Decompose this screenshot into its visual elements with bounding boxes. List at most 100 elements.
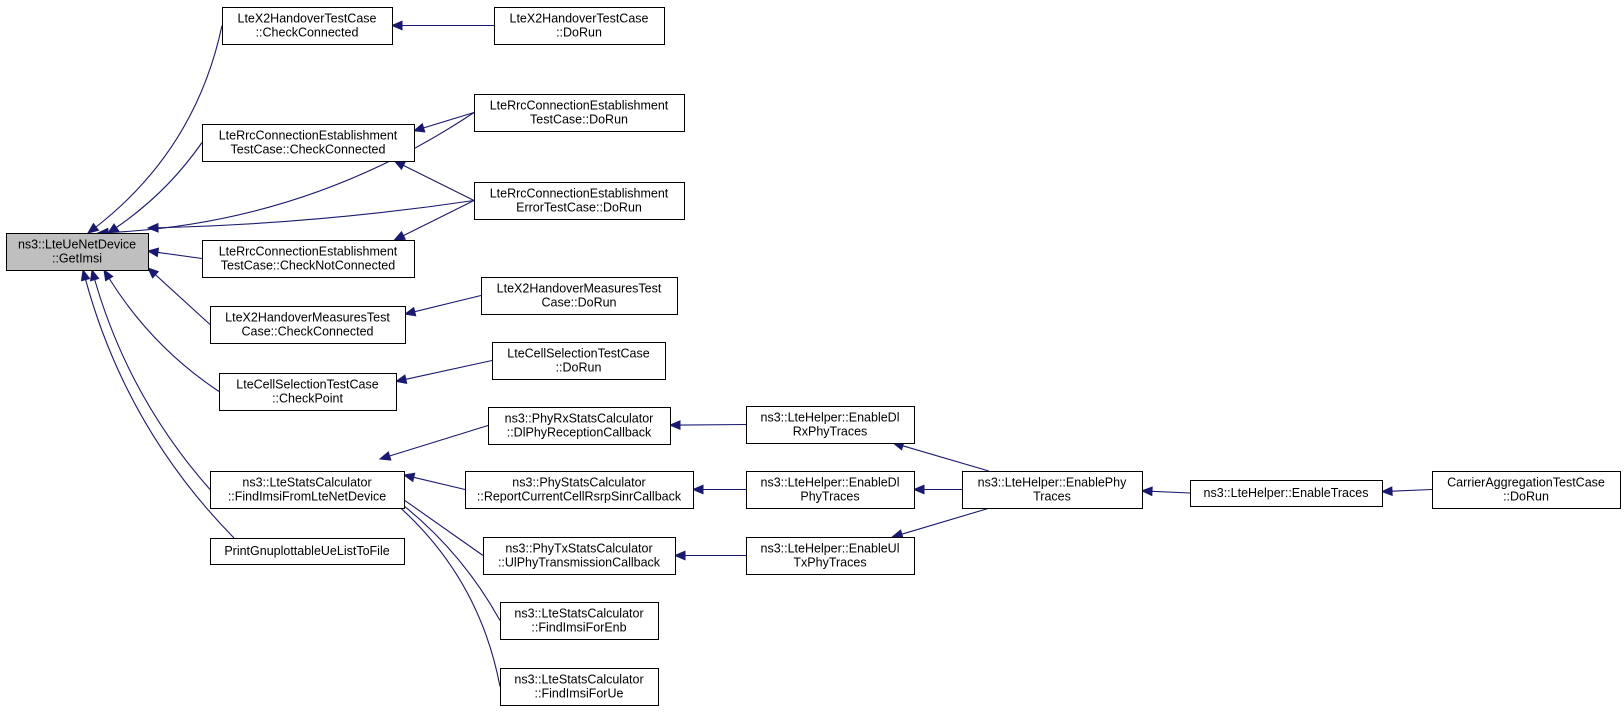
arrowhead-x2_dorun-to-x2_check	[390, 20, 403, 31]
arrowhead-rrc_dorun-to-rrc_check	[412, 122, 426, 133]
node-label-x2m_dorun-line-1: Case::DoRun	[541, 296, 616, 310]
node-x2_check[interactable]: LteX2HandoverTestCase::CheckConnected	[222, 7, 393, 45]
node-box-cell_check[interactable]	[219, 373, 397, 411]
node-box-print_gnu[interactable]	[210, 538, 405, 565]
node-box-phyrx[interactable]	[488, 407, 671, 445]
node-label-cell_check-line-0: LteCellSelectionTestCase	[236, 378, 378, 392]
arrowhead-en_ultx-to-phytx	[673, 550, 686, 561]
node-label-x2m_check-line-0: LteX2HandoverMeasuresTest	[225, 311, 390, 325]
edge-rrc_dorun-to-root	[107, 112, 475, 234]
node-box-en_ultx[interactable]	[746, 537, 915, 575]
node-find_enb[interactable]: ns3::LteStatsCalculator::FindImsiForEnb	[500, 602, 659, 640]
arrowhead-x2m_dorun-to-x2m_check	[403, 306, 417, 317]
node-phyrx[interactable]: ns3::PhyRxStatsCalculator::DlPhyReceptio…	[488, 407, 671, 445]
node-cell_dorun[interactable]: LteCellSelectionTestCase::DoRun	[492, 342, 666, 380]
node-label-ca_dorun-line-1: ::DoRun	[1503, 490, 1549, 504]
node-find_ue[interactable]: ns3::LteStatsCalculator::FindImsiForUe	[500, 668, 659, 706]
node-box-x2m_check[interactable]	[210, 306, 406, 344]
node-box-x2m_dorun[interactable]	[481, 277, 678, 315]
node-print_gnu[interactable]: PrintGnuplottableUeListToFile	[210, 538, 405, 565]
node-en_traces[interactable]: ns3::LteHelper::EnableTraces	[1190, 480, 1383, 507]
node-box-cell_dorun[interactable]	[492, 342, 666, 380]
edge-rrc_dorun-to-rrc_check	[423, 111, 475, 129]
node-label-en_ultx-line-1: TxPhyTraces	[793, 556, 866, 570]
arrowhead-rrc_err_dorun-to-rrc_checknot	[393, 230, 407, 241]
edge-rrc_checknot-to-root	[157, 251, 203, 260]
node-box-find_ue[interactable]	[500, 668, 659, 706]
node-label-ca_dorun-line-0: CarrierAggregationTestCase	[1447, 476, 1605, 490]
node-box-x2_check[interactable]	[222, 7, 393, 45]
node-rrc_dorun[interactable]: LteRrcConnectionEstablishmentTestCase::D…	[474, 94, 685, 132]
node-box-rrc_err_dorun[interactable]	[474, 182, 685, 220]
node-label-phystats-line-1: ::ReportCurrentCellRsrpSinrCallback	[477, 490, 682, 504]
node-root[interactable]: ns3::LteUeNetDevice::GetImsi	[6, 233, 149, 271]
edge-print_gnu-to-root	[85, 279, 235, 539]
node-phytx[interactable]: ns3::PhyTxStatsCalculator::UlPhyTransmis…	[483, 537, 676, 575]
node-box-en_dlphy[interactable]	[746, 471, 915, 509]
node-ca_dorun[interactable]: CarrierAggregationTestCase::DoRun	[1432, 471, 1621, 509]
node-label-x2_check-line-1: ::CheckConnected	[256, 26, 359, 40]
nodes-layer: ns3::LteUeNetDevice::GetImsiLteX2Handove…	[6, 7, 1621, 706]
node-rrc_err_dorun[interactable]: LteRrcConnectionEstablishmentErrorTestCa…	[474, 182, 685, 220]
arrowhead-phystats-to-stats_find	[402, 472, 416, 483]
node-rrc_checknot[interactable]: LteRrcConnectionEstablishmentTestCase::C…	[202, 240, 415, 278]
node-label-cell_dorun-line-1: ::DoRun	[556, 361, 602, 375]
node-phystats[interactable]: ns3::PhyStatsCalculator::ReportCurrentCe…	[465, 471, 694, 509]
edge-phytx-to-stats_find	[397, 495, 484, 556]
node-box-stats_find[interactable]	[210, 471, 405, 509]
node-label-stats_find-line-1: ::FindImsiFromLteNetDevice	[228, 490, 386, 504]
node-box-ca_dorun[interactable]	[1432, 471, 1621, 509]
node-label-cell_check-line-1: ::CheckPoint	[272, 392, 343, 406]
arrowhead-rrc_check-to-root	[106, 223, 120, 234]
node-box-en_phy[interactable]	[962, 471, 1143, 509]
arrowhead-rrc_err_dorun-to-rrc_check	[393, 160, 407, 171]
edge-en_traces-to-en_phy	[1151, 490, 1191, 494]
node-box-find_enb[interactable]	[500, 602, 659, 640]
node-stats_find[interactable]: ns3::LteStatsCalculator::FindImsiFromLte…	[210, 471, 405, 509]
node-x2m_check[interactable]: LteX2HandoverMeasuresTestCase::CheckConn…	[210, 306, 406, 344]
arrowhead-print_gnu-to-root	[80, 268, 91, 282]
arrowhead-rrc_checknot-to-root	[146, 247, 160, 258]
node-label-find_enb-line-0: ns3::LteStatsCalculator	[514, 607, 643, 621]
arrowhead-x2m_check-to-root	[147, 267, 160, 279]
node-box-rrc_dorun[interactable]	[474, 94, 685, 132]
arrowhead-ca_dorun-to-en_traces	[1380, 486, 1393, 497]
edge-rrc_check-to-root	[115, 142, 203, 228]
node-label-find_ue-line-0: ns3::LteStatsCalculator	[514, 673, 643, 687]
node-box-rrc_checknot[interactable]	[202, 240, 415, 278]
arrowhead-en_phy-to-en_dlphy	[912, 484, 925, 495]
node-label-x2_dorun-line-0: LteX2HandoverTestCase	[510, 12, 649, 26]
node-box-phystats[interactable]	[465, 471, 694, 509]
node-box-x2_dorun[interactable]	[494, 7, 665, 45]
node-label-rrc_err_dorun-line-0: LteRrcConnectionEstablishment	[490, 187, 669, 201]
edge-rrc_err_dorun-to-rrc_checknot	[403, 200, 475, 237]
node-label-x2m_check-line-1: Case::CheckConnected	[241, 325, 373, 339]
edge-ca_dorun-to-en_traces	[1391, 488, 1433, 492]
node-label-cell_dorun-line-0: LteCellSelectionTestCase	[507, 347, 649, 361]
node-label-phytx-line-0: ns3::PhyTxStatsCalculator	[505, 542, 652, 556]
node-rrc_check[interactable]: LteRrcConnectionEstablishmentTestCase::C…	[202, 124, 415, 162]
arrowhead-en_phy-to-en_ultx	[890, 529, 904, 539]
edges-layer	[80, 20, 1433, 687]
node-box-phytx[interactable]	[483, 537, 676, 575]
node-label-phyrx-line-1: ::DlPhyReceptionCallback	[507, 426, 652, 440]
arrowhead-stats_find-to-root	[90, 268, 100, 282]
node-box-en_traces[interactable]	[1190, 480, 1383, 507]
node-label-rrc_check-line-0: LteRrcConnectionEstablishment	[219, 129, 398, 143]
node-label-rrc_check-line-1: TestCase::CheckConnected	[231, 143, 386, 157]
arrowhead-en_traces-to-en_phy	[1140, 486, 1153, 497]
node-label-phytx-line-1: ::UlPhyTransmissionCallback	[498, 556, 661, 570]
node-box-rrc_check[interactable]	[202, 124, 415, 162]
node-label-print_gnu-line-0: PrintGnuplottableUeListToFile	[224, 544, 389, 558]
node-x2_dorun[interactable]: LteX2HandoverTestCase::DoRun	[494, 7, 665, 45]
node-box-en_dlrx[interactable]	[746, 406, 915, 444]
node-box-root[interactable]	[6, 233, 149, 271]
node-label-phystats-line-0: ns3::PhyStatsCalculator	[512, 476, 645, 490]
node-cell_check[interactable]: LteCellSelectionTestCase::CheckPoint	[219, 373, 397, 411]
